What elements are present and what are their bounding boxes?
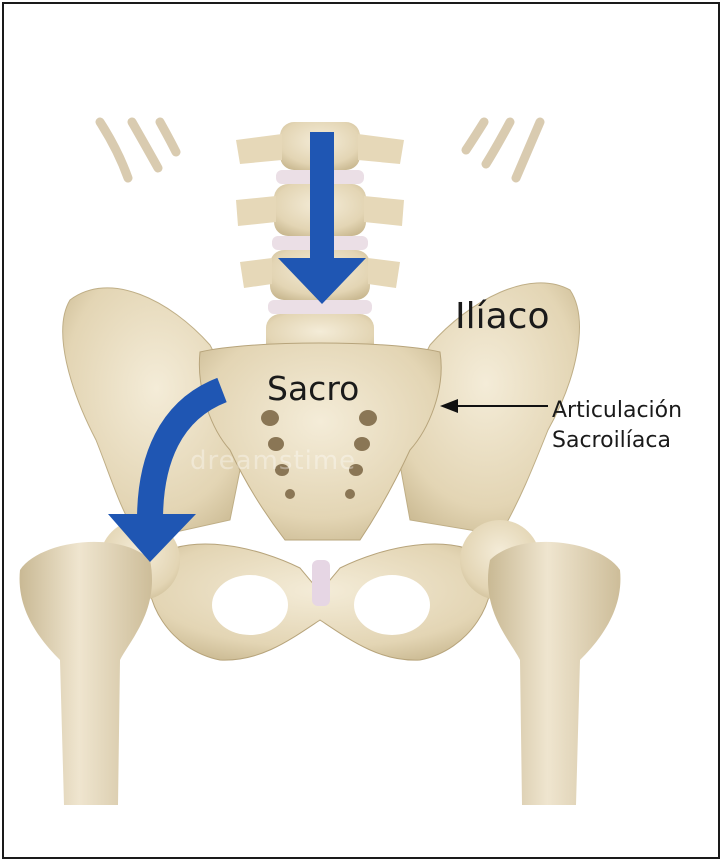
watermark: dreamstime <box>190 446 356 476</box>
femur-right <box>460 520 620 805</box>
label-articulacion-line2: Sacroilíaca <box>552 426 682 456</box>
obturator-foramen-left <box>212 575 288 635</box>
label-articulacion-line1: Articulación <box>552 396 682 426</box>
label-iliaco: Ilíaco <box>455 296 550 337</box>
label-sacro: Sacro <box>267 369 359 408</box>
obturator-foramen-right <box>354 575 430 635</box>
rib-right <box>466 122 540 178</box>
rib-left <box>100 122 176 178</box>
pubic-symphysis <box>312 560 330 606</box>
femur-left <box>20 520 180 805</box>
label-articulacion-sacroiliaca: Articulación Sacroilíaca <box>552 396 682 456</box>
